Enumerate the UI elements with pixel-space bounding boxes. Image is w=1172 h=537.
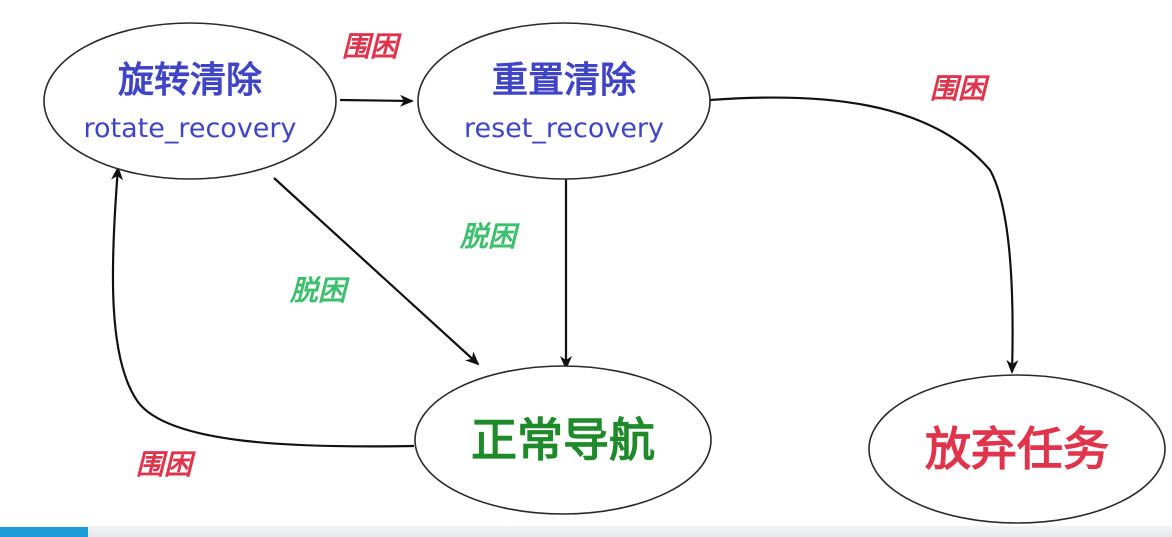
node-normal-navigation: 正常导航 <box>414 365 712 515</box>
edge-reset-to-abort <box>709 96 1019 374</box>
edge-normal-to-rotate <box>111 166 415 448</box>
edge-rotate-to-reset <box>339 94 414 107</box>
label-reset-to-abort: 围困 <box>930 72 990 105</box>
node-normal-title: 正常导航 <box>471 413 655 467</box>
node-reset-title: 重置清除 <box>492 60 637 101</box>
edge-rotate-to-normal <box>273 177 480 366</box>
bottom-accent-bar <box>0 527 88 537</box>
bottom-strip <box>0 526 1172 537</box>
node-rotate-title: 旋转清除 <box>118 60 263 101</box>
node-abort-title: 放弃任务 <box>925 422 1109 476</box>
label-rotate-to-reset: 围困 <box>342 30 402 63</box>
label-rotate-to-normal: 脱困 <box>289 274 350 307</box>
node-abort-task: 放弃任务 <box>868 374 1166 524</box>
label-normal-to-rotate: 围困 <box>136 448 196 481</box>
node-rotate-recovery: 旋转清除 rotate_recovery <box>43 22 337 180</box>
node-rotate-subtitle: rotate_recovery <box>83 113 296 144</box>
node-reset-subtitle: reset_recovery <box>464 113 664 144</box>
label-reset-to-normal: 脱困 <box>459 220 520 253</box>
node-reset-recovery: 重置清除 reset_recovery <box>417 22 711 180</box>
